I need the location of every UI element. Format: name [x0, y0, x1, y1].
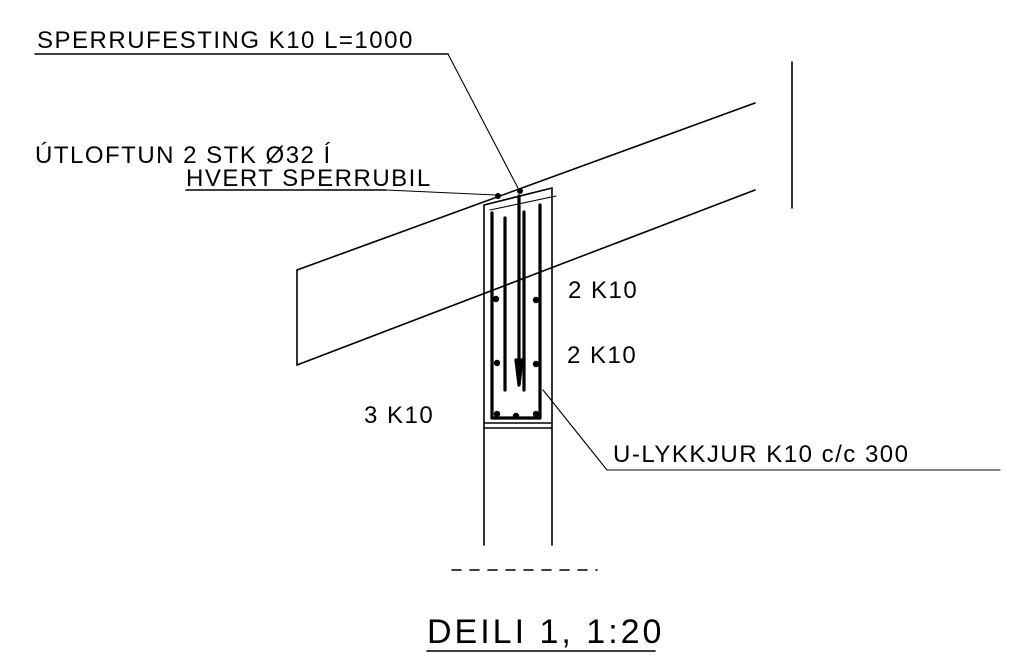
label-utloftun-line1: ÚTLOFTUN 2 STK Ø32 Í [35, 142, 332, 169]
rafter-bottom-edge [296, 189, 756, 366]
stirrup-leader [542, 389, 1001, 471]
utloftun-leader [385, 189, 497, 196]
column-top-inner [489, 195, 557, 211]
label-stirrups: U-LYKKJUR K10 c/c 300 [613, 441, 910, 468]
sperrufesting-leader [447, 53, 520, 191]
rafter-top-edge [296, 102, 756, 271]
label-upper-bars: 2 K10 [568, 277, 638, 304]
drawing-title: DEILI 1, 1:20 [427, 613, 664, 651]
leader-lines [34, 53, 1001, 471]
rebar-dot [532, 410, 540, 418]
rebar-dot [493, 410, 501, 418]
rebar-dot [532, 296, 540, 304]
rebar-dot [495, 193, 501, 199]
stirrup-outline [490, 203, 542, 420]
u-stirrup [490, 203, 542, 420]
rebar-dot [493, 359, 501, 367]
rafter [296, 102, 756, 366]
label-sperrufesting: SPERRUFESTING K10 L=1000 [37, 27, 414, 54]
label-utloftun-line2: HVERT SPERRUBIL [186, 165, 432, 192]
rebar-dot [532, 360, 540, 368]
rebar-dot [492, 295, 500, 303]
rafter-anchor-bar [503, 194, 526, 392]
label-bottom-bars: 3 K10 [364, 402, 434, 429]
rebar-dot [512, 412, 520, 420]
label-middle-bars: 2 K10 [567, 342, 637, 369]
rebar-dots [492, 188, 540, 420]
